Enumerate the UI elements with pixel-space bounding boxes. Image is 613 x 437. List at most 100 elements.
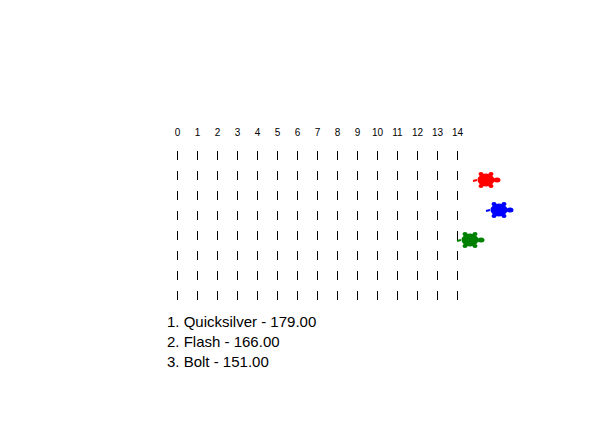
lane-dash [217, 251, 218, 260]
lane-dash [397, 151, 398, 160]
lane-dash [357, 191, 358, 200]
blue-turtle [486, 202, 514, 218]
lane-dash [237, 271, 238, 280]
lane-dash [197, 271, 198, 280]
position-number: 9 [355, 128, 361, 138]
lane-dash [337, 231, 338, 240]
lane-dash [357, 271, 358, 280]
lane-dash [457, 151, 458, 160]
lane-dash [457, 231, 458, 240]
lane-dash [217, 211, 218, 220]
lane-dash [377, 271, 378, 280]
lane-dash [417, 251, 418, 260]
lane-dash [317, 251, 318, 260]
lane-dash [277, 171, 278, 180]
position-number: 13 [432, 128, 443, 138]
lane-dash [397, 251, 398, 260]
lane-dash [377, 151, 378, 160]
lane-dash [357, 211, 358, 220]
lane-dash [377, 191, 378, 200]
lane-dash [317, 231, 318, 240]
lane-dash [177, 191, 178, 200]
lane-dash [357, 291, 358, 300]
lane-dash [317, 191, 318, 200]
lane-dash [277, 151, 278, 160]
position-number: 10 [372, 128, 383, 138]
lane-dash [277, 291, 278, 300]
lane-dash [277, 211, 278, 220]
lane-dash [417, 211, 418, 220]
lane-dash [317, 171, 318, 180]
lane-dash [277, 271, 278, 280]
position-number: 0 [175, 128, 181, 138]
lane-dash [357, 251, 358, 260]
lane-dash [257, 211, 258, 220]
lane-dash [197, 191, 198, 200]
lane-dash [457, 191, 458, 200]
lane-dash [257, 271, 258, 280]
lane-dash [217, 191, 218, 200]
lane-dash [357, 151, 358, 160]
lane-dash [177, 231, 178, 240]
position-number: 8 [335, 128, 341, 138]
lane-markers [178, 151, 458, 300]
lane-dash [377, 171, 378, 180]
lane-dash [197, 251, 198, 260]
lane-dash [437, 291, 438, 300]
lane-dash [457, 271, 458, 280]
lane-dash [217, 291, 218, 300]
lane-dash [317, 151, 318, 160]
lane-dash [337, 251, 338, 260]
lane-dash [237, 151, 238, 160]
lane-dash [417, 171, 418, 180]
leaderboard-entry: 2. Flash - 166.00 [167, 334, 280, 349]
lane-dash [437, 271, 438, 280]
position-number: 11 [392, 128, 402, 138]
lane-dash [177, 211, 178, 220]
lane-dash [257, 171, 258, 180]
lane-dash [397, 271, 398, 280]
lane-dash [397, 291, 398, 300]
lane-dash [257, 231, 258, 240]
lane-dash [397, 171, 398, 180]
lane-dash [337, 271, 338, 280]
lane-dash [257, 291, 258, 300]
lane-dash [237, 191, 238, 200]
lane-dash [417, 231, 418, 240]
position-number: 1 [195, 128, 201, 138]
lane-dash [277, 231, 278, 240]
lane-dash [337, 191, 338, 200]
lane-dash [437, 191, 438, 200]
position-number: 2 [215, 128, 221, 138]
lane-dash [417, 151, 418, 160]
lane-dash [437, 171, 438, 180]
red-turtle [473, 172, 501, 188]
lane-dash [257, 151, 258, 160]
lane-dash [197, 171, 198, 180]
lane-dash [297, 271, 298, 280]
lane-dash [417, 291, 418, 300]
lane-dash [217, 271, 218, 280]
lane-dash [237, 171, 238, 180]
lane-dash [197, 151, 198, 160]
lane-dash [217, 171, 218, 180]
lane-dash [277, 191, 278, 200]
lane-dash [317, 291, 318, 300]
lane-dash [177, 171, 178, 180]
leaderboard-entry: 3. Bolt - 151.00 [167, 354, 269, 369]
lane-dash [417, 271, 418, 280]
lane-dash [337, 291, 338, 300]
position-number: 3 [235, 128, 241, 138]
lane-dash [177, 151, 178, 160]
lane-dash [377, 211, 378, 220]
position-number: 14 [452, 128, 463, 138]
lane-dash [297, 291, 298, 300]
lane-dash [437, 151, 438, 160]
lane-dash [177, 291, 178, 300]
lane-dash [377, 231, 378, 240]
lane-dash [277, 251, 278, 260]
lane-dash [397, 231, 398, 240]
lane-dash [417, 191, 418, 200]
lane-dash [297, 251, 298, 260]
